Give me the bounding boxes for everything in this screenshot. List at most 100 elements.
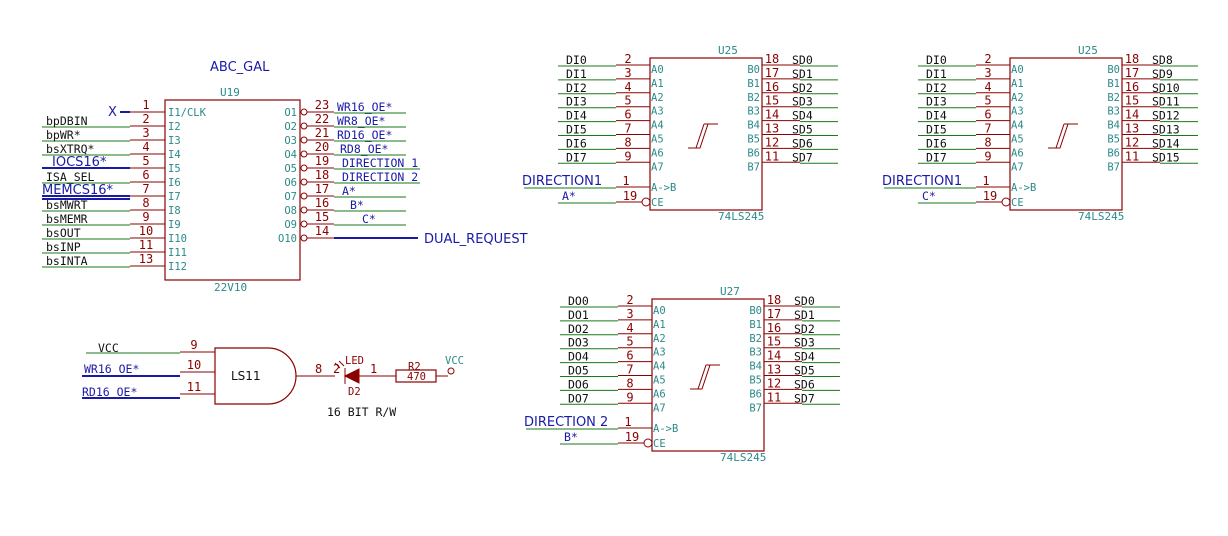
buffer-b-net: SD11 bbox=[1152, 95, 1180, 109]
gal-output-bubble-icon bbox=[300, 234, 308, 242]
buffer-b-pin-number: 12 bbox=[1125, 135, 1139, 149]
buffer-a-net: DO5 bbox=[568, 364, 589, 378]
led-ray-icon bbox=[334, 362, 341, 369]
buffer-b-pin-label: B4 bbox=[1107, 120, 1120, 132]
buffer-a-net: DI6 bbox=[926, 136, 947, 150]
buffer-b-pin-number: 13 bbox=[765, 122, 779, 136]
resistor-value: 470 bbox=[407, 371, 426, 383]
buffer-a-pin-label: A6 bbox=[653, 388, 666, 400]
buffer-b-net: SD10 bbox=[1152, 81, 1180, 95]
buffer-b-net: SD12 bbox=[1152, 109, 1180, 123]
buffer-a-pin-label: A0 bbox=[653, 305, 666, 317]
buffer-a-pin-label: A1 bbox=[653, 319, 666, 331]
gal-left-pin-label: I10 bbox=[168, 233, 187, 245]
gal-output-net: DIRECTION 2 bbox=[342, 170, 418, 184]
gal-left-pin-number: 5 bbox=[142, 154, 149, 168]
buffer-b-pin-label: B5 bbox=[1107, 134, 1120, 146]
buffer-b-pin-number: 17 bbox=[767, 307, 781, 321]
gal-output-bubble-icon bbox=[300, 220, 308, 228]
and-input-pin-number: 9 bbox=[190, 338, 197, 352]
buffer-a-pin-label: A4 bbox=[1011, 120, 1024, 132]
buffer-a-pin-number: 6 bbox=[626, 349, 633, 363]
buffer-a-net: DI2 bbox=[566, 81, 587, 95]
gal-right-pin-label: O9 bbox=[284, 219, 297, 231]
buffer-a-pin-label: A2 bbox=[651, 92, 664, 104]
buffer-a-pin-label: A4 bbox=[651, 120, 664, 132]
schmitt-trigger-icon bbox=[1048, 123, 1078, 149]
gal-output-net: DUAL_REQUEST bbox=[424, 232, 528, 247]
buffer-b-pin-label: B4 bbox=[749, 361, 762, 373]
buffer-b-pin-label: B5 bbox=[749, 375, 762, 387]
buffer-a-pin-number: 4 bbox=[984, 80, 991, 94]
buffer-dir-label: A->B bbox=[1011, 182, 1036, 194]
buffer-a-pin-label: A2 bbox=[653, 333, 666, 345]
buffer-b-pin-number: 16 bbox=[1125, 80, 1139, 94]
and-gate-label: LS11 bbox=[231, 369, 261, 383]
buffer-part: 74LS245 bbox=[1078, 210, 1124, 223]
buffer-a-net: DO6 bbox=[568, 377, 589, 391]
buffer-a-net: DO3 bbox=[568, 336, 589, 350]
gal-title: ABC_GAL bbox=[210, 60, 270, 75]
buffer-a-net: DI4 bbox=[566, 109, 587, 123]
buffer-b-net: SD13 bbox=[1152, 123, 1180, 137]
buffer-b-pin-label: B1 bbox=[749, 319, 762, 331]
gal-input-net: ISA_SEL bbox=[46, 170, 95, 184]
buffer-b-pin-label: B1 bbox=[747, 78, 760, 90]
gal-output-net: WR8_OE* bbox=[337, 114, 385, 128]
buffer-b-net: SD7 bbox=[792, 150, 813, 164]
gal-output-bubble-icon bbox=[300, 192, 308, 200]
buffer-a-pin-number: 2 bbox=[624, 52, 631, 66]
buffer-a-pin-number: 6 bbox=[984, 108, 991, 122]
buffer-b-pin-number: 17 bbox=[1125, 66, 1139, 80]
buffer-a-net: DI6 bbox=[566, 136, 587, 150]
buffer-part: 74LS245 bbox=[718, 210, 764, 223]
gal-output-bubble-icon bbox=[300, 164, 308, 172]
gal-input-net: bsINP bbox=[46, 240, 81, 254]
buffer-b-pin-label: B1 bbox=[1107, 78, 1120, 90]
gal-left-pin-label: I12 bbox=[168, 261, 187, 273]
buffer-b-pin-label: B0 bbox=[747, 64, 760, 76]
and-gate-output-pin: 8 bbox=[315, 362, 322, 376]
buffer-a-pin-label: A5 bbox=[651, 134, 664, 146]
gal-left-pin-label: I2 bbox=[168, 121, 181, 133]
buffer-a-net: DI0 bbox=[566, 53, 587, 67]
gal-right-pin-number: 15 bbox=[315, 210, 329, 224]
gal-output-bubble-icon bbox=[300, 136, 308, 144]
buffer-a-pin-label: A6 bbox=[651, 147, 664, 159]
buffer-b-pin-number: 12 bbox=[767, 376, 781, 390]
gal-left-pin-label: I5 bbox=[168, 163, 181, 175]
buffer-part: 74LS245 bbox=[720, 451, 766, 464]
gal-right-pin-number: 14 bbox=[315, 224, 329, 238]
led-label: LED bbox=[345, 355, 364, 367]
buffer-b-net: SD7 bbox=[794, 391, 815, 405]
buffer-a-pin-number: 8 bbox=[984, 135, 991, 149]
buffer-a-net: DI7 bbox=[566, 150, 587, 164]
buffer-a-net: DO7 bbox=[568, 391, 589, 405]
buffer-b-pin-label: B6 bbox=[749, 388, 762, 400]
buffer-b-net: SD6 bbox=[794, 377, 815, 391]
buffer-a-pin-number: 5 bbox=[984, 94, 991, 108]
buffer-a-pin-label: A6 bbox=[1011, 147, 1024, 159]
gal-input-net: bsINTA bbox=[46, 254, 88, 268]
buffer-b-pin-number: 17 bbox=[765, 66, 779, 80]
buffer-a-pin-number: 3 bbox=[984, 66, 991, 80]
buffer-b-pin-number: 18 bbox=[765, 52, 779, 66]
buffer-b-pin-number: 15 bbox=[765, 94, 779, 108]
buffer-ref: U25 bbox=[1078, 44, 1098, 57]
buffer-a-pin-number: 2 bbox=[626, 293, 633, 307]
gal-right-pin-label: O10 bbox=[278, 233, 297, 245]
buffer-a-pin-label: A5 bbox=[1011, 134, 1024, 146]
buffer-b-pin-label: B7 bbox=[1107, 161, 1120, 173]
led-pin-k: 1 bbox=[370, 362, 377, 376]
buffer-b-pin-label: B0 bbox=[1107, 64, 1120, 76]
buffer-a-pin-number: 7 bbox=[624, 122, 631, 136]
gal-output-bubble-icon bbox=[300, 108, 308, 116]
and-input-net: WR16_OE* bbox=[84, 362, 139, 376]
gal-right-pin-number: 18 bbox=[315, 168, 329, 182]
buffer-ce-bubble-icon bbox=[1001, 197, 1011, 207]
buffer-ce-label: CE bbox=[651, 197, 664, 209]
buffer-b-pin-number: 18 bbox=[767, 293, 781, 307]
buffer-ref: U27 bbox=[720, 285, 740, 298]
